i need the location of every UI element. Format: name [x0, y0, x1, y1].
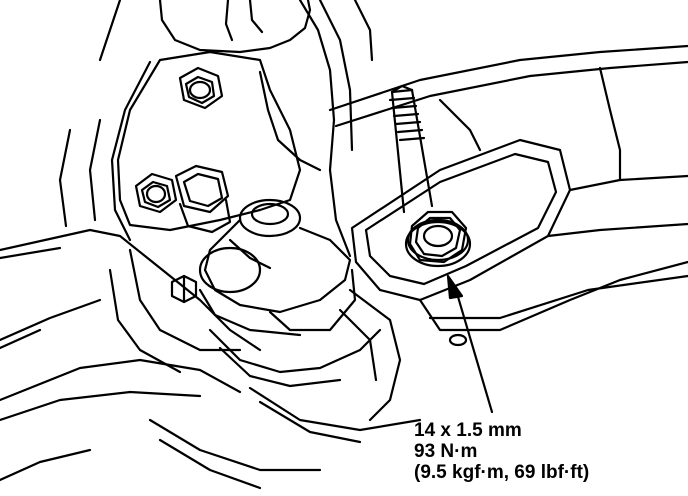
upper-housing	[98, 0, 374, 258]
bracket-bolt-upper	[178, 66, 224, 110]
bracket-bolt-middle	[134, 172, 178, 214]
bracket-bolt-center	[174, 164, 232, 234]
flange-bolt-icon	[404, 210, 472, 268]
subframe-plate	[328, 44, 688, 347]
mount-cylinder	[198, 198, 357, 337]
torque-spec-callout: 14 x 1.5 mm 93 N·m (9.5 kgf·m, 69 lbf·ft…	[414, 420, 589, 483]
torque-imperial-label: (9.5 kgf·m, 69 lbf·ft)	[414, 462, 590, 483]
callout-arrow	[446, 274, 494, 414]
threaded-stud	[388, 84, 434, 214]
lower-arm	[108, 248, 402, 422]
subframe-outline	[0, 228, 422, 490]
mount-bracket	[58, 50, 302, 242]
bolt-size-label: 14 x 1.5 mm	[414, 420, 522, 441]
torque-metric-label: 93 N·m	[414, 441, 478, 462]
